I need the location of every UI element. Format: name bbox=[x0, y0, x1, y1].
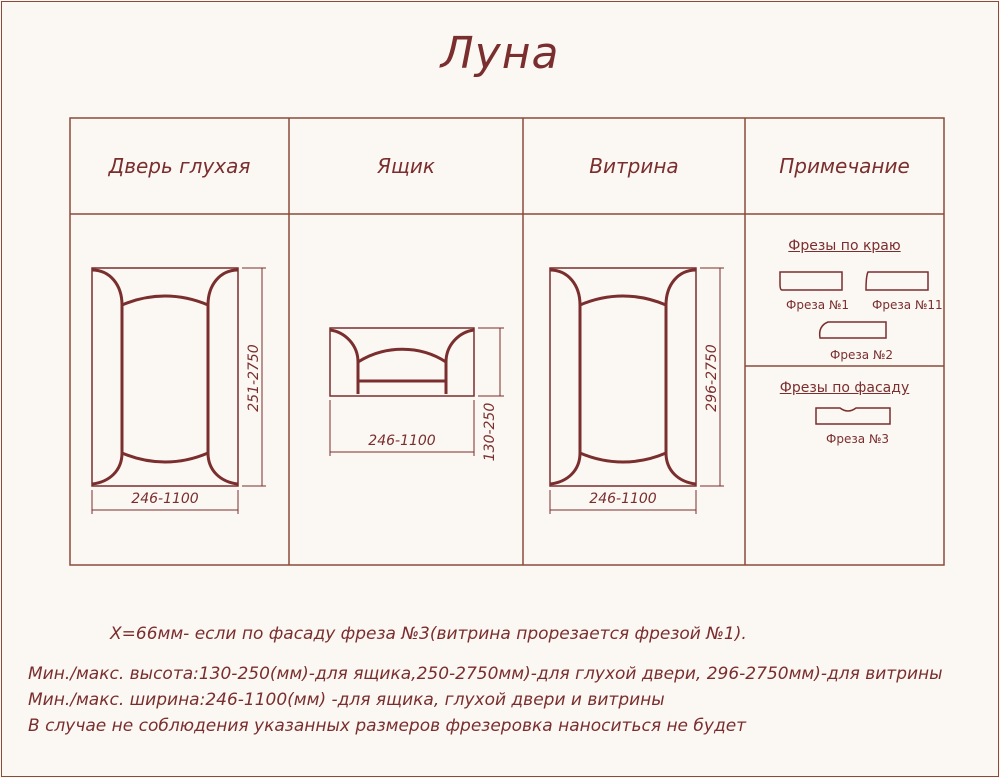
col-header-door: Дверь глухая bbox=[108, 154, 251, 178]
cutter3-label: Фреза №3 bbox=[826, 432, 889, 446]
footer-note-1: X=66мм- если по фасаду фреза №3(витрина … bbox=[110, 624, 747, 644]
cutter11-label: Фреза №11 bbox=[872, 298, 943, 312]
cutter1-label: Фреза №1 bbox=[786, 298, 849, 312]
cutter2-label: Фреза №2 bbox=[830, 348, 893, 362]
cutter1-profile bbox=[779, 271, 843, 291]
door-drawing bbox=[91, 267, 266, 514]
showcase-width-dim: 246-1100 bbox=[589, 491, 656, 507]
drawer-height-dim: 130-250 bbox=[482, 403, 498, 462]
door-width-dim: 246-1100 bbox=[131, 491, 198, 507]
col-header-drawer: Ящик bbox=[377, 154, 435, 178]
page-title: Луна bbox=[440, 28, 560, 79]
drawer-width-dim: 246-1100 bbox=[368, 433, 435, 449]
footer-note-3: Мин./макс. ширина:246-1100(мм) -для ящик… bbox=[28, 690, 665, 710]
col-header-notes: Примечание bbox=[779, 154, 910, 178]
door-height-dim: 251-2750 bbox=[246, 344, 262, 411]
edge-cutters-title: Фрезы по краю bbox=[788, 238, 901, 254]
showcase-height-dim: 296-2750 bbox=[704, 344, 720, 411]
col-header-showcase: Витрина bbox=[589, 154, 679, 178]
footer-note-4: В случае не соблюдения указанных размеро… bbox=[28, 716, 747, 736]
drawer-drawing bbox=[329, 327, 504, 456]
facade-cutters-title: Фрезы по фасаду bbox=[779, 380, 910, 396]
cutter11-profile bbox=[865, 271, 929, 291]
table-border bbox=[69, 117, 945, 566]
showcase-drawing bbox=[549, 267, 724, 514]
cutter3-profile bbox=[815, 407, 891, 425]
footer-note-2: Мин./макс. высота:130-250(мм)-для ящика,… bbox=[28, 664, 943, 684]
cutter2-profile bbox=[818, 321, 887, 339]
